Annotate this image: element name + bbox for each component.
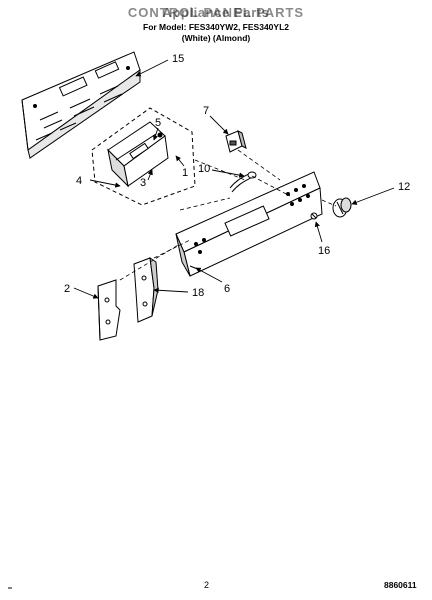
part-4-clock-assembly [91, 107, 196, 206]
callout-2: 2 [64, 283, 70, 295]
callout-10: 10 [198, 163, 210, 175]
title-text: CONTROL PANEL PARTS [127, 5, 305, 20]
callout-4: 4 [76, 175, 82, 187]
callout-7: 7 [203, 105, 209, 117]
callout-6: 6 [224, 283, 230, 295]
part-15-back-panel [21, 51, 141, 159]
assembly-lines [119, 149, 337, 281]
part-10-harness [229, 171, 257, 193]
part-6-control-panel [175, 171, 323, 277]
part-7-switch [225, 130, 247, 153]
model-numbers: FES340YW2, FES340YL2 [188, 22, 289, 32]
callout-1: 1 [182, 167, 188, 179]
document-code: 8860611 [384, 580, 417, 590]
page-number: 2 [204, 580, 210, 590]
part-12-knob [332, 197, 352, 218]
callout-labels: 15 7 5 1 10 12 4 3 16 6 2 18 [64, 53, 410, 299]
header: CONTROL PANEL PARTS Appliance Parts For … [0, 6, 432, 44]
callout-16: 16 [318, 245, 330, 257]
title-overprint: Appliance Parts [162, 5, 270, 20]
callout-15: 15 [172, 53, 184, 65]
part-18-end-bracket [133, 256, 159, 323]
callout-5: 5 [155, 117, 161, 129]
callout-leaders [73, 59, 395, 299]
page-title: CONTROL PANEL PARTS Appliance Parts [0, 6, 432, 20]
callout-12: 12 [398, 181, 410, 193]
callout-18: 18 [192, 287, 204, 299]
model-line: For Model: FES340YW2, FES340YL2 [0, 22, 432, 33]
model-label: For Model: [143, 22, 187, 32]
color-line: (White) (Almond) [181, 33, 251, 43]
callout-3: 3 [140, 177, 146, 189]
part-16-screw [310, 212, 318, 220]
part-2-end-bracket [97, 279, 121, 341]
